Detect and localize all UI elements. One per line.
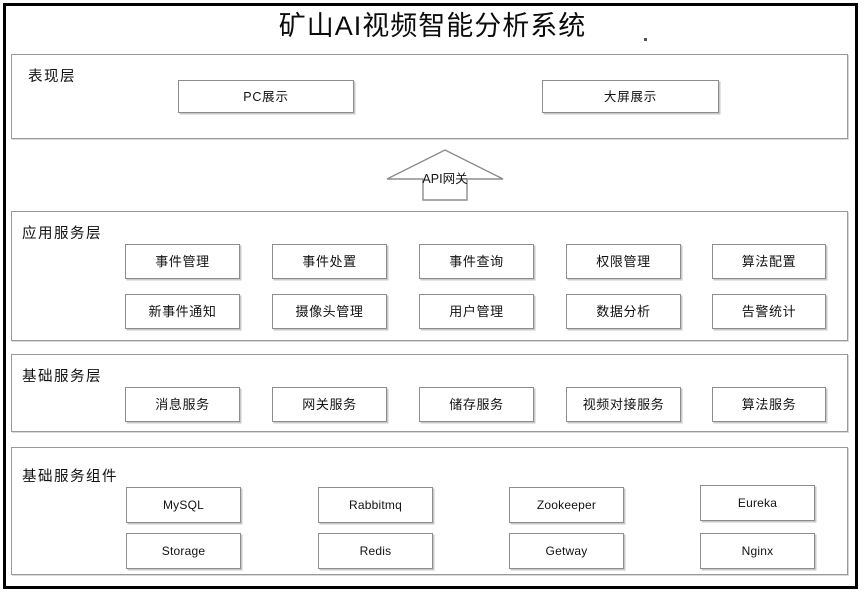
node-storage[interactable]: Storage [126, 533, 241, 569]
node-event-management[interactable]: 事件管理 [125, 244, 240, 279]
node-label: 告警统计 [741, 303, 797, 319]
api-gateway-arrow[interactable]: API网关 [385, 148, 505, 202]
node-label: 事件处置 [302, 253, 357, 269]
node-storage-service[interactable]: 储存服务 [419, 387, 534, 422]
node-new-event-notification[interactable]: 新事件通知 [125, 294, 240, 329]
node-label: Zookeeper [536, 498, 597, 512]
node-label: Nginx [741, 544, 774, 558]
node-permission-management[interactable]: 权限管理 [566, 244, 681, 279]
node-label: Storage [161, 544, 206, 558]
node-algorithm-configuration[interactable]: 算法配置 [712, 244, 826, 279]
node-label: 视频对接服务 [582, 396, 665, 412]
page-title: 矿山AI视频智能分析系统 [278, 11, 587, 41]
node-label: PC展示 [243, 89, 289, 104]
diagram-outer-frame [3, 3, 858, 589]
node-nginx[interactable]: Nginx [700, 533, 815, 569]
node-label: 算法服务 [741, 396, 797, 412]
layer-panel-presentation [11, 54, 848, 139]
node-camera-management[interactable]: 摄像头管理 [272, 294, 387, 329]
node-label: Rabbitmq [349, 498, 402, 512]
node-user-management[interactable]: 用户管理 [419, 294, 534, 329]
layer-label-basic-components: 基础服务组件 [22, 469, 118, 485]
node-event-query[interactable]: 事件查询 [419, 244, 534, 279]
up-arrow-icon [386, 149, 504, 201]
node-pc-display[interactable]: PC展示 [178, 80, 354, 113]
node-gateway-service[interactable]: 网关服务 [272, 387, 387, 422]
node-label: 用户管理 [449, 303, 504, 319]
node-label: 算法配置 [741, 253, 797, 269]
node-label: Redis [359, 544, 392, 558]
node-message-service[interactable]: 消息服务 [125, 387, 240, 422]
title-trailing-dot [644, 38, 647, 41]
node-label: 储存服务 [449, 396, 504, 412]
node-eureka[interactable]: Eureka [700, 485, 815, 521]
node-data-analysis[interactable]: 数据分析 [566, 294, 681, 329]
node-getway[interactable]: Getway [509, 533, 624, 569]
node-redis[interactable]: Redis [318, 533, 433, 569]
layer-label-basic-service: 基础服务层 [22, 369, 102, 385]
node-mysql[interactable]: MySQL [126, 487, 241, 523]
layer-label-presentation: 表现层 [28, 69, 76, 85]
node-large-screen-display[interactable]: 大屏展示 [542, 80, 719, 113]
node-rabbitmq[interactable]: Rabbitmq [318, 487, 433, 523]
layer-label-application-service: 应用服务层 [22, 226, 102, 242]
node-label: Eureka [737, 496, 778, 510]
node-label: MySQL [162, 498, 204, 512]
node-label: 消息服务 [155, 396, 210, 412]
node-video-integration-service[interactable]: 视频对接服务 [566, 387, 681, 422]
node-label: 大屏展示 [603, 89, 658, 104]
node-event-handling[interactable]: 事件处置 [272, 244, 387, 279]
node-label: 权限管理 [596, 253, 651, 269]
node-label: 数据分析 [596, 303, 651, 319]
node-label: 新事件通知 [148, 303, 217, 319]
node-label: 摄像头管理 [295, 303, 364, 319]
node-label: 网关服务 [302, 396, 357, 412]
node-label: 事件管理 [155, 253, 210, 269]
node-algorithm-service[interactable]: 算法服务 [712, 387, 826, 422]
node-label: Getway [545, 544, 588, 558]
node-label: 事件查询 [449, 253, 504, 269]
node-alarm-statistics[interactable]: 告警统计 [712, 294, 826, 329]
api-gateway-label: API网关 [422, 172, 468, 186]
node-zookeeper[interactable]: Zookeeper [509, 487, 624, 523]
